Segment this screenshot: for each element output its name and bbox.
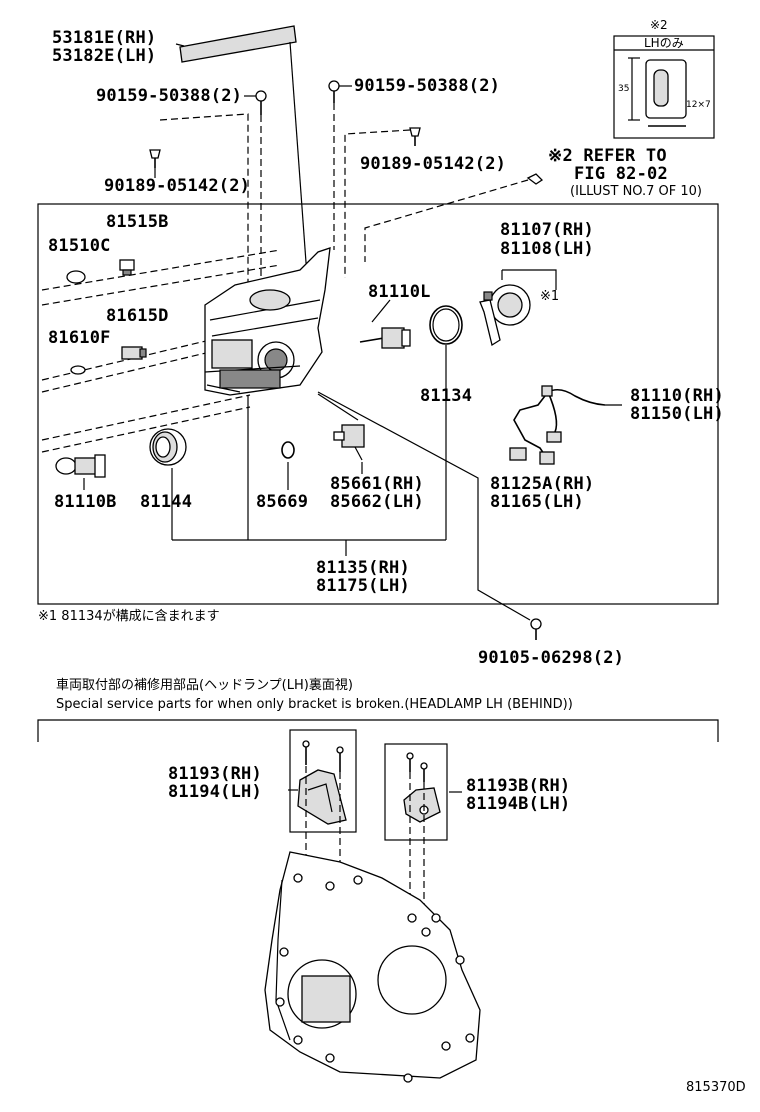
bulb-81510c bbox=[66, 270, 86, 284]
socket-81615d bbox=[121, 346, 147, 360]
gasket-85669 bbox=[281, 441, 295, 459]
label-refer-to: ※2 REFER TO bbox=[548, 146, 667, 166]
label-81144: 81144 bbox=[140, 492, 193, 512]
label-85669: 85669 bbox=[256, 492, 309, 512]
inset-lh-only bbox=[613, 35, 715, 139]
label-81194b: 81194B(LH) bbox=[466, 794, 571, 814]
label-81510c: 81510C bbox=[48, 236, 111, 256]
label-81134: 81134 bbox=[420, 386, 473, 406]
label-81194: 81194(LH) bbox=[168, 782, 262, 802]
label-81150: 81150(LH) bbox=[630, 404, 724, 424]
footnote-1: ※1 81134が構成に含まれます bbox=[38, 609, 220, 624]
bulb-81110l bbox=[359, 327, 411, 349]
bracket-note-jp: 車両取付部の補修用部品(ヘッドランプ(LH)裏面視) bbox=[56, 678, 353, 693]
label-81135: 81135(RH) bbox=[316, 558, 410, 578]
clip-90189-left bbox=[149, 149, 161, 168]
bulb-81110b bbox=[55, 454, 106, 478]
label-81110l: 81110L bbox=[368, 282, 431, 302]
label-81110b: 81110B bbox=[54, 492, 117, 512]
bracket-81193-box bbox=[289, 729, 357, 833]
label-81165: 81165(LH) bbox=[490, 492, 584, 512]
label-90105: 90105-06298(2) bbox=[478, 648, 625, 668]
label-refer-fig: FIG 82-02 bbox=[574, 164, 668, 184]
label-53182e: 53182E(LH) bbox=[52, 46, 157, 66]
leader-53181e bbox=[289, 41, 309, 291]
label-85661: 85661(RH) bbox=[330, 474, 424, 494]
headlamp-rear-panel bbox=[264, 851, 481, 1083]
label-mark1: ※1 bbox=[540, 289, 560, 304]
label-90159-right: 90159-50388(2) bbox=[354, 76, 501, 96]
assembly-frame bbox=[37, 203, 719, 605]
actuator-85661 bbox=[333, 424, 365, 461]
label-81110: 81110(RH) bbox=[630, 386, 724, 406]
inset-dim-right: 12×7 bbox=[686, 100, 711, 110]
bulb-81610f bbox=[70, 365, 86, 375]
bracket-81193 bbox=[297, 740, 347, 825]
label-81108: 81108(LH) bbox=[500, 239, 594, 259]
refer-clip bbox=[526, 173, 544, 185]
screw-90105 bbox=[530, 618, 542, 640]
figure-code: 815370D bbox=[686, 1080, 746, 1095]
wiring-harness-81110 bbox=[509, 385, 606, 465]
label-90189-left: 90189-05142(2) bbox=[104, 176, 251, 196]
label-90159-left: 90159-50388(2) bbox=[96, 86, 243, 106]
bracket-81193b-box bbox=[384, 743, 448, 841]
bolt-90159-right bbox=[328, 80, 340, 103]
label-81107: 81107(RH) bbox=[500, 220, 594, 240]
bracket-81193b bbox=[403, 752, 441, 823]
label-85662: 85662(LH) bbox=[330, 492, 424, 512]
projector-81107 bbox=[479, 284, 531, 347]
bracket-note-en: Special service parts for when only brac… bbox=[56, 697, 573, 712]
inset-title: LHのみ bbox=[644, 36, 684, 50]
label-81193b: 81193B(RH) bbox=[466, 776, 571, 796]
label-81610f: 81610F bbox=[48, 328, 111, 348]
label-81193: 81193(RH) bbox=[168, 764, 262, 784]
clip-90189-right bbox=[409, 127, 421, 146]
headlamp-housing bbox=[204, 247, 331, 396]
inset-mark: ※2 bbox=[650, 18, 668, 32]
label-90189-right: 90189-05142(2) bbox=[360, 154, 507, 174]
label-81615d: 81615D bbox=[106, 306, 169, 326]
label-81175: 81175(LH) bbox=[316, 576, 410, 596]
bolt-90159-left bbox=[255, 90, 267, 115]
bezel-trim-part bbox=[179, 25, 297, 63]
bracket-section-frame bbox=[37, 719, 719, 742]
label-81125a: 81125A(RH) bbox=[490, 474, 595, 494]
label-53181e: 53181E(RH) bbox=[52, 28, 157, 48]
cover-81144 bbox=[149, 428, 187, 466]
label-refer-illust: (ILLUST NO.7 OF 10) bbox=[570, 184, 703, 199]
socket-81515b bbox=[119, 259, 135, 276]
oring-81134 bbox=[429, 305, 463, 345]
label-81515b: 81515B bbox=[106, 212, 169, 232]
inset-dim-left: 35 bbox=[618, 84, 630, 94]
